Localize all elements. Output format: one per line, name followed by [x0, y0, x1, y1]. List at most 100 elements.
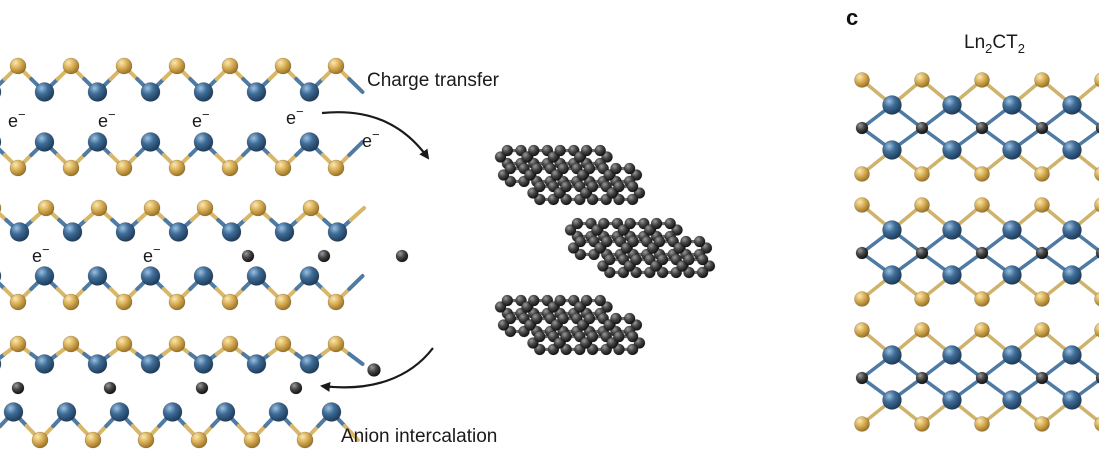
electron-labels: e−e−e−e−e−e−e−	[8, 104, 380, 266]
lanthanide-atom	[942, 265, 962, 285]
carbon-atom	[557, 162, 569, 175]
lanthanide-atom	[1002, 390, 1022, 410]
terminal-atom	[974, 72, 990, 88]
carbon-atom	[574, 235, 587, 248]
chalcogen-atom	[274, 335, 292, 353]
carbon-atom	[533, 330, 546, 343]
metal-atom	[221, 222, 242, 242]
formula-label: Ln2CT2	[964, 32, 1025, 56]
chalcogen-atom	[62, 293, 80, 311]
electron-label: e−	[286, 104, 304, 128]
metal-atom	[140, 354, 161, 374]
carbon-atom	[580, 144, 593, 157]
metal-atom	[0, 271, 2, 281]
carbon-atom	[530, 162, 543, 175]
terminal-atom	[974, 291, 990, 307]
carbon-atom	[696, 266, 709, 279]
bond	[348, 206, 366, 222]
carbon-atom	[1095, 247, 1099, 259]
chalcogen-atom	[296, 431, 314, 449]
lanthanide-atom	[1002, 220, 1022, 240]
carbon-atom	[623, 312, 636, 325]
carbon-atom	[855, 121, 869, 135]
terminal-atom	[914, 72, 930, 88]
carbon-atom	[693, 235, 706, 248]
chalcogen-atom	[243, 431, 261, 449]
atom-sheet-4	[0, 266, 365, 311]
chalcogen-atom	[196, 199, 214, 217]
chalcogen-atom	[137, 431, 155, 449]
chalcogen-atom	[327, 159, 345, 177]
bond	[342, 424, 360, 442]
lanthanide-atom	[1062, 140, 1082, 160]
intercalated-anion	[195, 381, 209, 395]
carbon-atom	[613, 330, 625, 343]
terminal-atom	[854, 291, 870, 307]
bond	[347, 274, 365, 291]
carbon-atom	[855, 371, 869, 385]
bond	[347, 140, 365, 157]
terminal-atom	[974, 322, 990, 338]
carbon-atom	[624, 217, 636, 230]
electron-label: e−	[32, 242, 50, 266]
chalcogen-atom	[249, 199, 267, 217]
carbon-atom	[696, 253, 709, 266]
carbon-atom	[1035, 371, 1049, 385]
lanthanide-atom	[1062, 95, 1082, 115]
ln2ct2-layer-1	[854, 72, 1099, 182]
carbon-atom	[554, 144, 566, 157]
carbon-atom	[627, 235, 639, 248]
chalcogen-atom	[190, 431, 208, 449]
metal-atom	[168, 222, 189, 242]
terminal-atom	[1034, 166, 1050, 182]
carbon-atom	[610, 312, 622, 325]
carbon-atom	[1095, 122, 1099, 134]
chalcogen-atom	[274, 159, 292, 177]
carbon-atom	[650, 217, 663, 230]
lanthanide-atom	[1002, 95, 1022, 115]
carbon-atom	[533, 180, 546, 193]
metal-atom	[34, 82, 55, 102]
chalcogen-atom	[221, 159, 239, 177]
carbon-atom	[915, 246, 929, 260]
anion-intercalation-arrow	[320, 347, 434, 392]
electron-label: e−	[98, 107, 116, 131]
metal-atom	[246, 132, 267, 152]
lanthanide-atom	[882, 140, 902, 160]
bond	[0, 147, 7, 157]
intercalated-anion	[317, 249, 331, 263]
carbon-atom	[571, 217, 584, 230]
terminal-atom	[1094, 72, 1099, 88]
metal-atom	[215, 402, 236, 422]
metal-atom	[34, 132, 55, 152]
lanthanide-atom	[1002, 265, 1022, 285]
chalcogen-atom	[90, 199, 108, 217]
free-anion	[367, 363, 381, 377]
metal-atom	[299, 266, 320, 286]
graphene-flake-middle	[564, 217, 716, 279]
carbon-atom	[855, 246, 869, 260]
carbon-atom	[560, 330, 572, 343]
intercalated-anion	[103, 381, 117, 395]
carbon-atom	[626, 193, 639, 206]
chalcogen-atom	[168, 293, 186, 311]
terminal-atom	[914, 416, 930, 432]
terminal-atom	[974, 416, 990, 432]
atom-sheet-1	[0, 57, 365, 102]
terminal-atom	[1034, 322, 1050, 338]
intercalated-anion	[289, 381, 303, 395]
lanthanide-atom	[1002, 140, 1022, 160]
metal-atom	[193, 82, 214, 102]
carbon-atom	[504, 162, 517, 175]
carbon-atom	[626, 180, 639, 193]
chalcogen-atom	[115, 335, 133, 353]
bond	[347, 77, 365, 94]
metal-atom	[327, 222, 348, 242]
terminal-atom	[854, 322, 870, 338]
chalcogen-atom	[9, 159, 27, 177]
terminal-atom	[1094, 166, 1099, 182]
chalcogen-atom	[37, 199, 55, 217]
atom-sheet-2	[0, 132, 365, 177]
metal-atom	[193, 354, 214, 374]
panel-c-label: c	[846, 5, 858, 30]
